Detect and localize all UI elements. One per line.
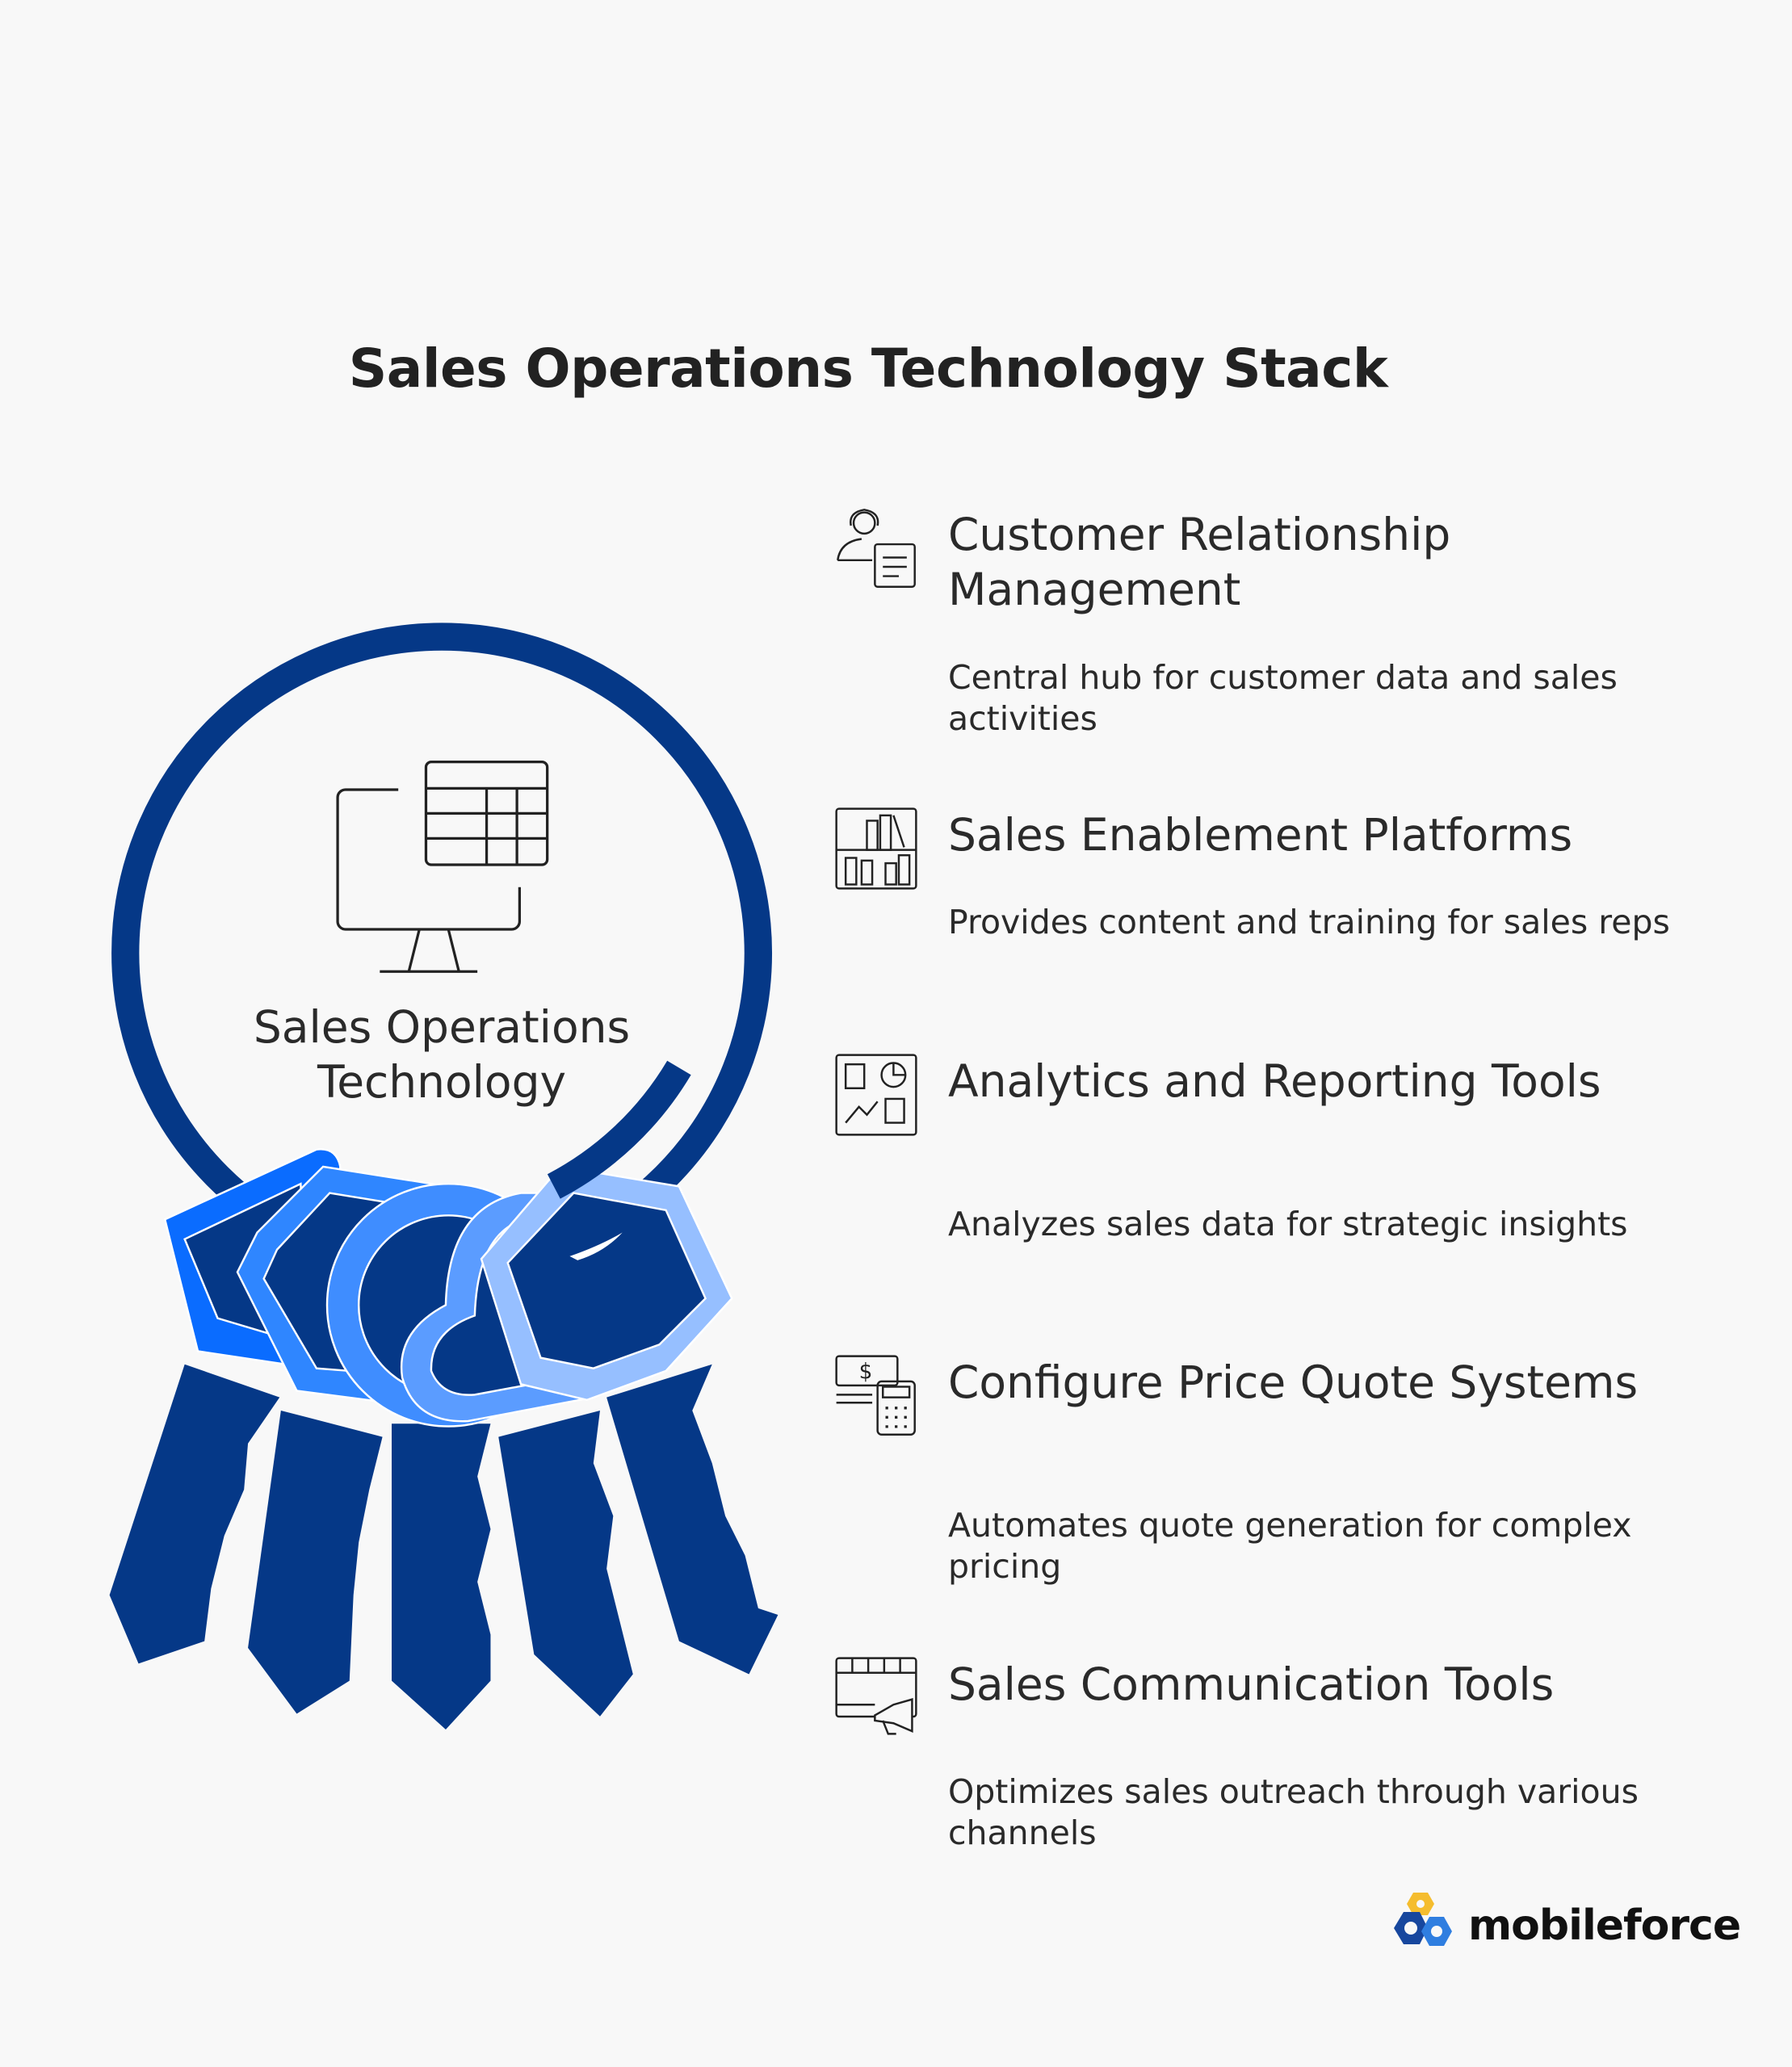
price-calculator-icon: $ xyxy=(835,1355,916,1436)
item-heading: Customer Relationship Management xyxy=(948,509,1451,615)
item-description: Analyzes sales data for strategic insigh… xyxy=(948,1205,1628,1243)
logo-text: mobileforce xyxy=(1468,1901,1741,1950)
item-heading: Sales Enablement Platforms xyxy=(948,809,1573,861)
item-description: Provides content and training for sales … xyxy=(948,903,1670,941)
svg-text:$: $ xyxy=(859,1361,873,1385)
mobileforce-logo: mobileforce xyxy=(1389,1889,1741,1962)
computer-table-icon xyxy=(336,761,549,973)
customer-document-icon xyxy=(837,509,916,588)
center-label-line-2: Technology xyxy=(317,1056,567,1108)
key-blade-1 xyxy=(109,1364,280,1664)
key-blade-3 xyxy=(392,1423,491,1730)
analytics-dashboard-icon xyxy=(835,1054,917,1136)
item-heading: Sales Communication Tools xyxy=(948,1658,1555,1710)
megaphone-calendar-icon xyxy=(835,1657,917,1735)
item-description: Automates quote generation for complex p… xyxy=(948,1506,1632,1586)
key-blade-2 xyxy=(248,1410,383,1714)
center-label: Sales Operations Technology xyxy=(199,1000,684,1109)
key-blade-4 xyxy=(498,1410,633,1717)
item-heading: Analytics and Reporting Tools xyxy=(948,1055,1601,1107)
item-heading: Configure Price Quote Systems xyxy=(948,1356,1639,1408)
logo-hexagons-icon xyxy=(1394,1893,1452,1946)
key-ring xyxy=(111,623,773,1284)
item-description: Central hub for customer data and sales … xyxy=(948,658,1618,738)
page-title: Sales Operations Technology Stack xyxy=(348,338,1388,400)
key-blade-5 xyxy=(606,1364,778,1675)
item-description: Optimizes sales outreach through various… xyxy=(948,1772,1639,1852)
center-label-line-1: Sales Operations xyxy=(253,1001,631,1053)
library-books-icon xyxy=(835,807,917,890)
